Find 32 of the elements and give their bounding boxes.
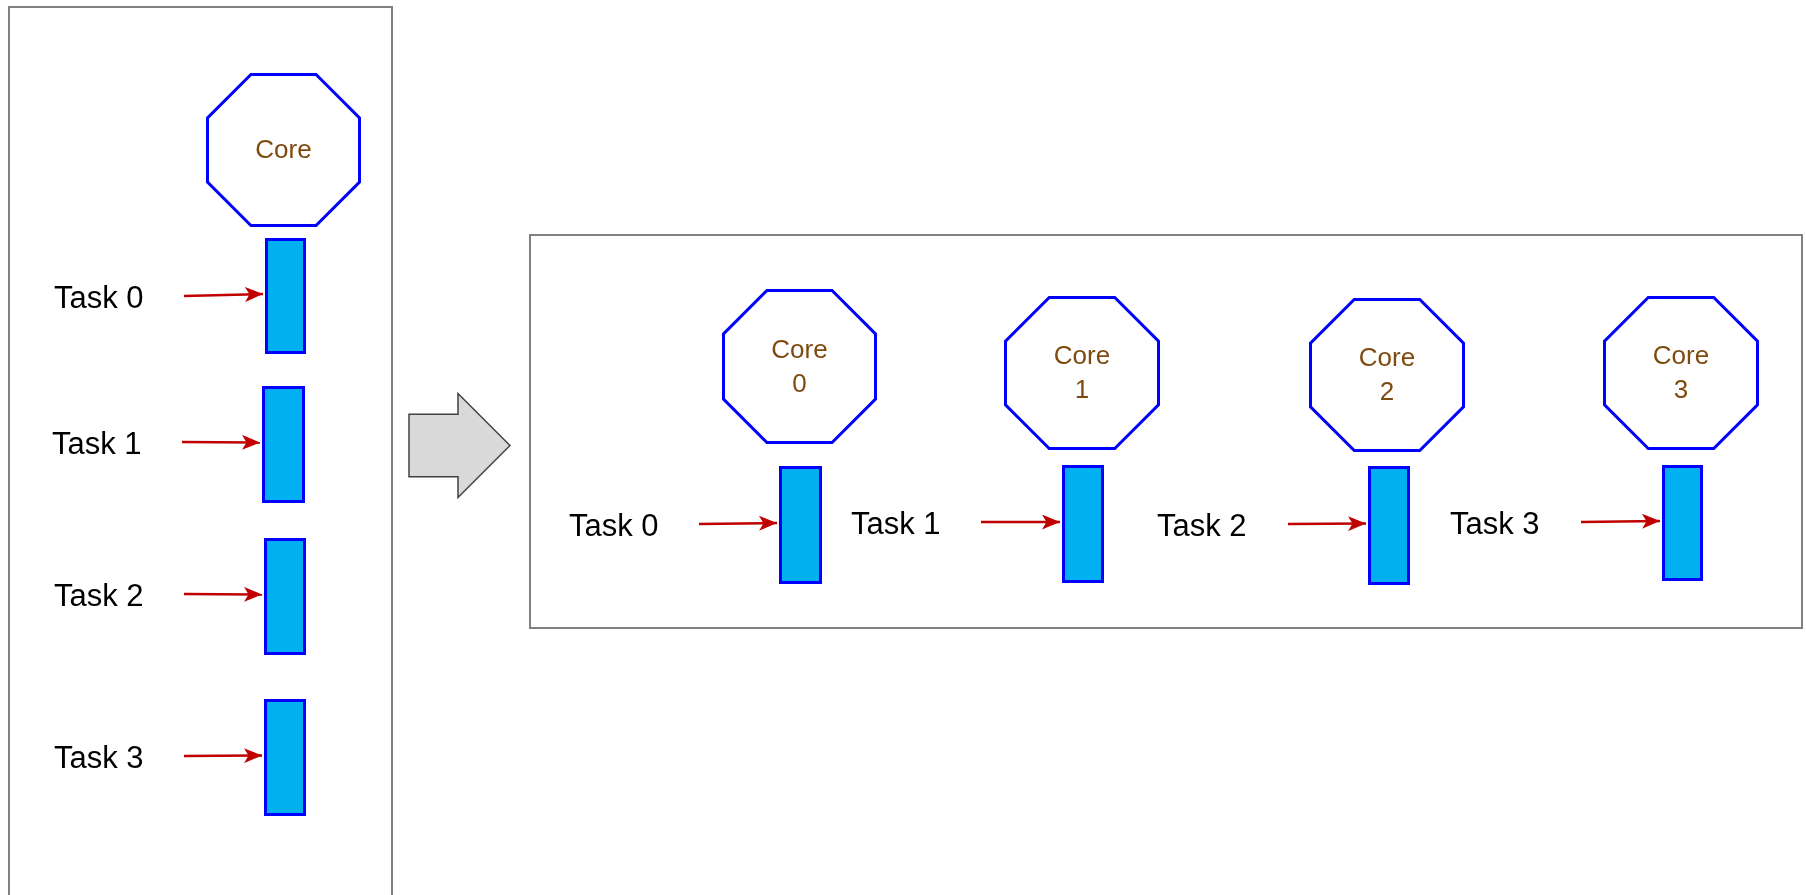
arrow [184,586,262,602]
task-label: Task 2 [54,576,144,615]
core-label: Core 2 [1357,341,1417,408]
panel [8,6,393,895]
task-label: Task 1 [52,424,142,463]
arrow [1288,516,1366,532]
task-label: Task 0 [569,506,659,545]
core-label: Core 3 [1651,339,1711,406]
panel [529,234,1803,629]
task-label: Task 2 [1157,506,1247,545]
task-bar [262,386,305,503]
task-label: Task 0 [54,278,144,317]
arrow [1581,513,1660,529]
task-bar [265,238,306,354]
arrow [183,286,264,302]
arrow [182,434,260,450]
task-bar [1662,465,1703,581]
task-label: Task 3 [1450,504,1540,543]
task-bar [779,466,822,584]
task-bar [1062,465,1104,583]
task-bar [1368,466,1410,585]
task-bar [264,538,306,655]
task-bar [264,699,306,816]
core-label: Core 1 [1052,339,1112,406]
task-label: Task 3 [54,738,144,777]
block-arrow [408,391,512,500]
arrow [184,748,262,764]
task-label: Task 1 [851,504,941,543]
arrow [981,514,1060,530]
core-label: Core 0 [770,332,829,400]
arrow [699,515,777,531]
core-label: Core [254,133,313,167]
